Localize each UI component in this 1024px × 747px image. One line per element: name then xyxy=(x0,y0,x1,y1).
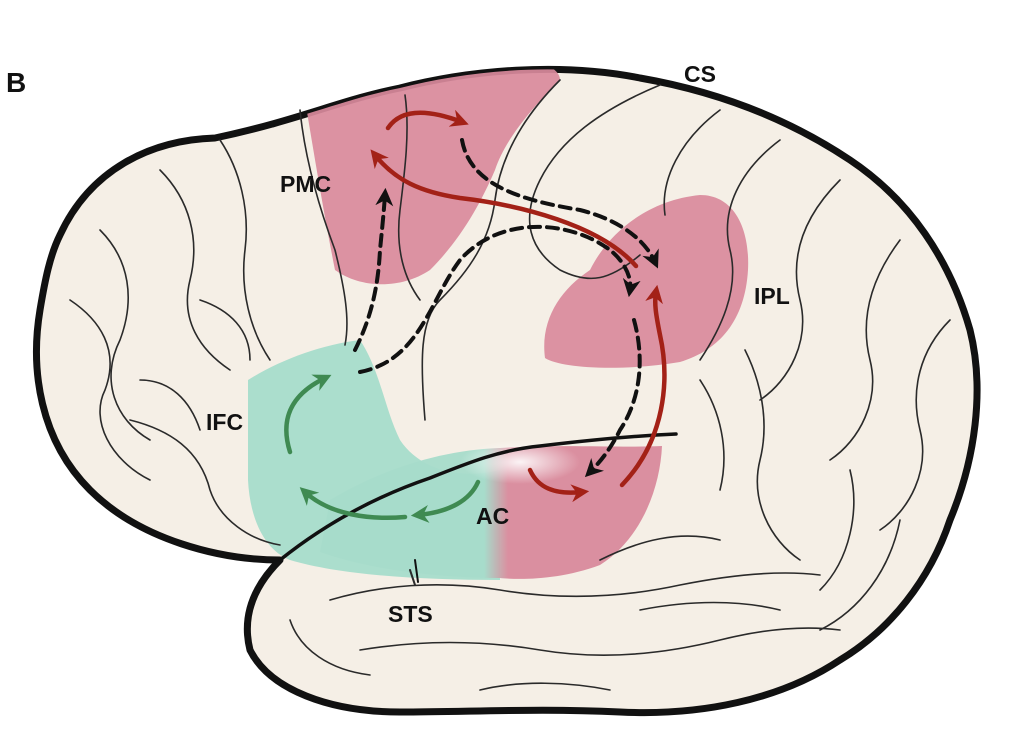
dorsal-stream-arrows xyxy=(370,109,667,503)
label-ifc: IFC xyxy=(206,409,243,435)
brain-hemisphere xyxy=(33,65,981,717)
label-cs: CS xyxy=(684,61,716,87)
red-arrow-ac-local xyxy=(527,467,590,503)
ventral-stream-arrows xyxy=(284,374,481,523)
red-arrow-ac-to-ipl xyxy=(619,284,667,488)
ipl-region xyxy=(544,195,749,368)
ac-region xyxy=(320,446,662,579)
label-ipl: IPL xyxy=(754,283,790,309)
feedback-arrows xyxy=(353,138,659,478)
dashed-arrow-ipl-to-ac xyxy=(584,318,642,478)
sulci xyxy=(69,79,951,691)
pmc-region xyxy=(305,69,560,285)
green-arrow-ac-to-ifc xyxy=(299,487,408,521)
panel-letter: B xyxy=(6,67,26,98)
green-arrow-ac-inner xyxy=(410,479,481,523)
dashed-arrow-ifc-to-pmc xyxy=(353,187,394,352)
red-arrow-pmc-loop xyxy=(385,109,469,131)
red-arrow-ipl-to-pmc xyxy=(370,149,639,269)
dashed-arrow-ifc-to-ipl xyxy=(358,224,641,374)
label-sts: STS xyxy=(388,601,433,627)
label-pmc: PMC xyxy=(280,171,331,197)
label-ac: AC xyxy=(476,503,509,529)
dashed-arrow-pmc-to-ipl xyxy=(460,138,659,269)
green-arrow-ifc-loop xyxy=(284,374,332,455)
